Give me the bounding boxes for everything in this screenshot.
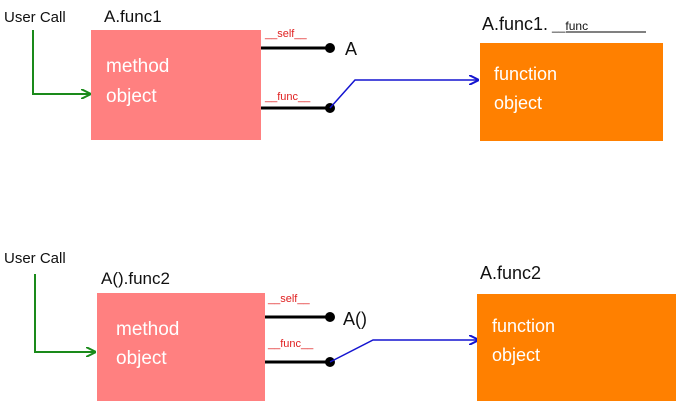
method-object-title: A().func2	[101, 269, 170, 288]
self-attribute-dot	[325, 312, 335, 322]
user-call-label: User Call	[4, 250, 66, 267]
self-attribute-dot	[325, 43, 335, 53]
function-object-box	[477, 294, 676, 401]
func-link-arrow	[329, 80, 478, 109]
method-object-text-line-1: method	[106, 56, 169, 77]
function-object-text-line-1: function	[492, 316, 555, 336]
method-object-title: A.func1	[104, 7, 162, 26]
function-object-text-line-2: object	[492, 345, 540, 365]
function-object-title: A.func2	[480, 263, 541, 283]
self-attribute-label: __self__	[267, 293, 310, 305]
method-object-text-line-2: object	[106, 86, 157, 107]
func-attribute-label: __func__	[267, 338, 314, 350]
panel-1: User Call A.func1 method object __self__…	[4, 7, 663, 141]
function-object-text-line-1: function	[494, 64, 557, 84]
self-target-label: A	[345, 39, 357, 59]
user-call-label: User Call	[4, 9, 66, 26]
self-target-label: A()	[343, 309, 367, 329]
user-call-arrow	[32, 30, 90, 94]
method-object-text-line-2: object	[116, 348, 167, 369]
function-object-box	[480, 43, 663, 141]
method-object-box	[91, 30, 261, 140]
user-call-arrow	[34, 274, 95, 352]
function-object-title: A.func1.__func__	[482, 14, 602, 34]
func-attribute-label: __func__	[264, 91, 311, 103]
function-object-text-line-2: object	[494, 93, 542, 113]
func-link-arrow	[329, 340, 478, 363]
method-object-text-line-1: method	[116, 319, 179, 340]
panel-2: User Call A().func2 method object __self…	[4, 250, 676, 401]
self-attribute-label: __self__	[264, 28, 307, 40]
method-object-box	[97, 293, 265, 401]
